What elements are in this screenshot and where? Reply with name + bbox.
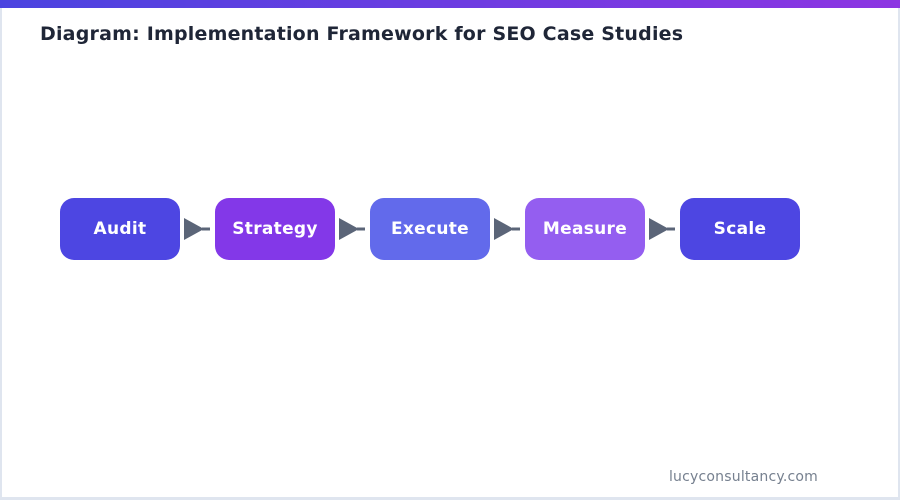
flow-step-audit: Audit: [60, 198, 180, 260]
flow-step-strategy: Strategy: [215, 198, 335, 260]
arrow-right-icon: [184, 218, 210, 240]
flow-step-execute: Execute: [370, 198, 490, 260]
flow-step-scale: Scale: [680, 198, 800, 260]
flow-step-label: Strategy: [232, 219, 318, 239]
flow-arrow: [645, 198, 680, 260]
page-title: Diagram: Implementation Framework for SE…: [40, 23, 684, 45]
flow-step-measure: Measure: [525, 198, 645, 260]
arrow-right-icon: [339, 218, 365, 240]
flow-step-label: Scale: [713, 219, 767, 239]
arrow-right-icon: [494, 218, 520, 240]
footer-website-text: lucyconsultancy.com: [668, 469, 818, 485]
arrow-right-icon: [649, 218, 675, 240]
flow-arrow: [180, 198, 215, 260]
flow-step-label: Audit: [93, 219, 147, 239]
flow-step-label: Execute: [390, 219, 470, 239]
flow-step-label: Measure: [542, 219, 628, 239]
flow-arrow: [490, 198, 525, 260]
flow-diagram: Audit Strategy Execute Measure S: [60, 198, 800, 260]
flow-arrow: [335, 198, 370, 260]
top-accent-bar: [0, 0, 900, 8]
